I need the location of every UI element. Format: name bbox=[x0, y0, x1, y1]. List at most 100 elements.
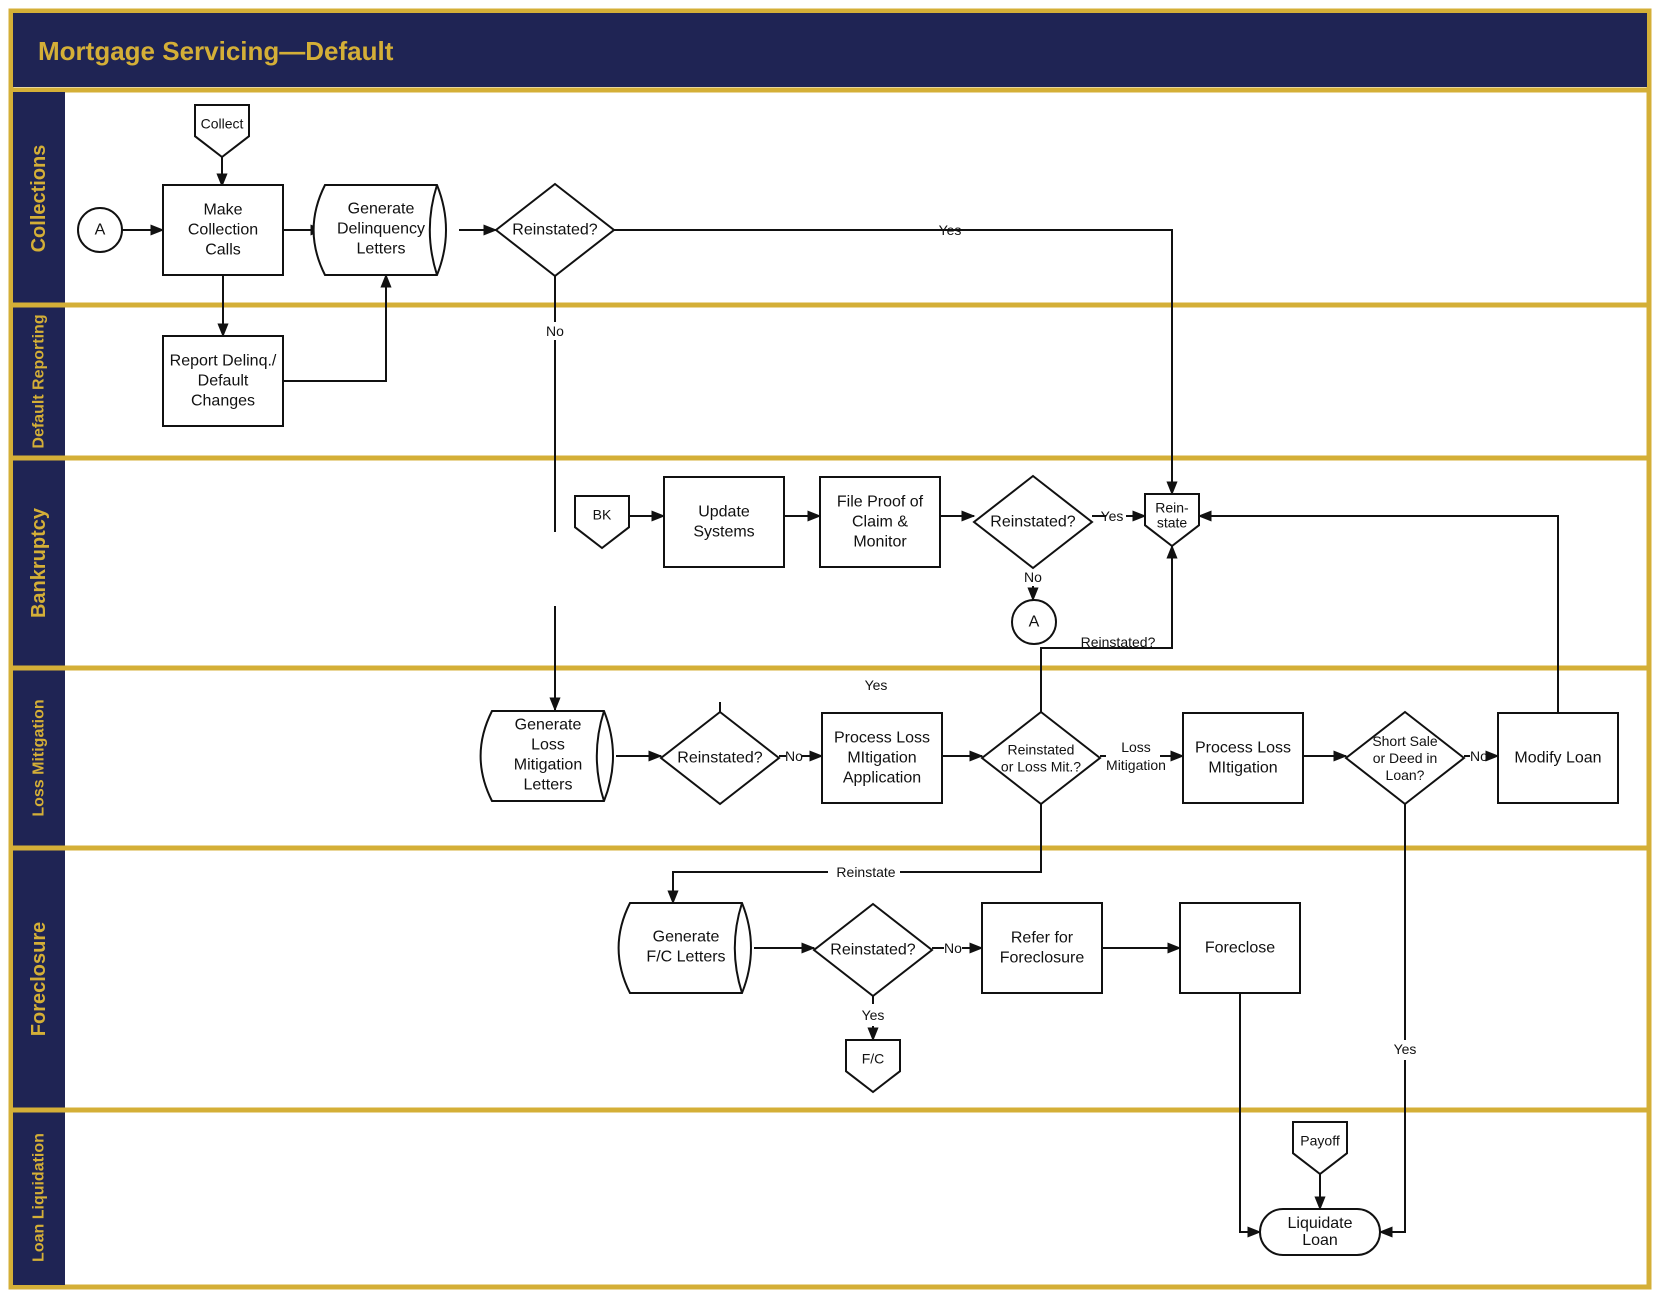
node-label-line: Loan? bbox=[1386, 767, 1425, 783]
edge-no-label: No bbox=[785, 748, 803, 764]
node-reinstated-bk: Reinstated? bbox=[972, 474, 1094, 570]
node-label-line: Liquidate bbox=[1288, 1215, 1353, 1232]
node-reinstated-lm: Reinstated? bbox=[659, 710, 781, 806]
lane-label-collections: Collections bbox=[28, 145, 50, 253]
node-label-line: MItigation bbox=[847, 750, 916, 767]
decision-diamond bbox=[659, 710, 781, 806]
node-label-line: Letters bbox=[524, 777, 573, 794]
node-label-line: Changes bbox=[191, 393, 255, 410]
node-label-line: or Deed in bbox=[1373, 750, 1438, 766]
edge-no-label: No bbox=[944, 940, 962, 956]
node-label-line: Generate bbox=[348, 201, 415, 218]
process-box bbox=[821, 712, 943, 804]
flow-nodes: CollectAMakeCollectionCallsGenerateDelin… bbox=[77, 104, 1619, 1256]
decision-diamond bbox=[980, 710, 1102, 806]
decision-diamond bbox=[1344, 710, 1466, 806]
node-label-line: MItigation bbox=[1208, 760, 1277, 777]
node-label-line: A bbox=[95, 222, 106, 239]
offpage-connector bbox=[1292, 1121, 1348, 1176]
node-collect: Collect bbox=[194, 104, 250, 159]
node-label-line: Mitigation bbox=[514, 757, 582, 774]
stored-data-curve bbox=[595, 710, 605, 802]
diagram-frame: Mortgage Servicing—DefaultCollectionsDef… bbox=[8, 8, 1652, 1290]
decision-diamond bbox=[494, 182, 616, 278]
edge-no-label: No bbox=[546, 323, 564, 339]
offpage-connector bbox=[194, 104, 250, 159]
node-label-line: F/C bbox=[862, 1051, 885, 1067]
node-label-line: Claim & bbox=[852, 514, 908, 531]
node-label-line: Default bbox=[198, 373, 249, 390]
node-label-line: Reinstated? bbox=[990, 514, 1075, 531]
node-label-line: Letters bbox=[357, 241, 406, 258]
connector-circle bbox=[1011, 599, 1057, 645]
edge-yes-label: Yes bbox=[1101, 508, 1124, 524]
node-fc-term: F/C bbox=[845, 1039, 901, 1094]
node-label-line: Make bbox=[203, 202, 242, 219]
process-box bbox=[1179, 902, 1301, 994]
node-label-line: Foreclosure bbox=[1000, 950, 1085, 967]
node-label-line: Generate bbox=[653, 929, 720, 946]
node-connector-a1: A bbox=[77, 207, 123, 253]
node-label-line: Calls bbox=[205, 242, 241, 259]
edge-no-label: No bbox=[1024, 569, 1042, 585]
process-box bbox=[162, 184, 284, 276]
lane-label-default_reporting: Default Reporting bbox=[31, 314, 48, 448]
node-label-line: Application bbox=[843, 770, 921, 787]
edge-yes-label: Yes bbox=[939, 222, 962, 238]
node-connector-a2: A bbox=[1011, 599, 1057, 645]
node-label-line: Reinstated? bbox=[830, 942, 915, 959]
node-label-line: Modify Loan bbox=[1514, 750, 1601, 767]
edge-yes-label: Yes bbox=[862, 1007, 885, 1023]
edge-reinstate-to-fc bbox=[900, 804, 1042, 873]
node-bk: BK bbox=[574, 495, 630, 550]
process-box bbox=[663, 476, 785, 568]
edge-loss-mitigation-label: Mitigation bbox=[1106, 757, 1166, 773]
node-label-line: Delinquency bbox=[337, 221, 425, 238]
node-reinstated-1: Reinstated? bbox=[494, 182, 616, 278]
edge-reinstate-label: Reinstate bbox=[836, 864, 895, 880]
node-foreclose: Foreclose bbox=[1179, 902, 1301, 994]
node-label-line: Update bbox=[698, 504, 750, 521]
node-label-line: Process Loss bbox=[834, 730, 930, 747]
node-label-line: Collect bbox=[201, 116, 244, 132]
decision-diamond bbox=[972, 474, 1094, 570]
edge-yes-label: Yes bbox=[1394, 1041, 1417, 1057]
node-label-line: BK bbox=[593, 507, 612, 523]
node-label-line: Loan bbox=[1302, 1232, 1338, 1249]
terminal-pill bbox=[1259, 1208, 1381, 1256]
node-label-line: Systems bbox=[693, 524, 754, 541]
node-label-line: Reinstated? bbox=[512, 222, 597, 239]
node-label-line: Loss bbox=[531, 737, 565, 754]
process-box bbox=[981, 902, 1103, 994]
node-label-line: Foreclose bbox=[1205, 940, 1275, 957]
lane-label-loss_mitigation: Loss Mitigation bbox=[31, 699, 48, 816]
process-box bbox=[1182, 712, 1304, 804]
node-label-line: Collection bbox=[188, 222, 258, 239]
edge-yes-label: Yes bbox=[865, 677, 888, 693]
header-band bbox=[13, 13, 1647, 87]
node-label-line: Process Loss bbox=[1195, 740, 1291, 757]
node-label-line: Rein- bbox=[1155, 499, 1189, 515]
lane-label-loan_liquidation: Loan Liquidation bbox=[31, 1133, 48, 1262]
edge-labels: YesNoYesNoReinstated?YesNoLossMitigation… bbox=[546, 222, 1488, 1057]
edge-modify-to-reinstate bbox=[1197, 510, 1559, 713]
node-label-line: Short Sale bbox=[1372, 733, 1438, 749]
node-label-line: Reinstated? bbox=[677, 750, 762, 767]
node-label-line: Refer for bbox=[1011, 930, 1074, 947]
edge-loss-mitigation-label: Loss bbox=[1121, 739, 1151, 755]
edge-reinstated-label: Reinstated? bbox=[1081, 634, 1156, 650]
process-box bbox=[162, 335, 284, 427]
connector-circle bbox=[77, 207, 123, 253]
node-label-line: Generate bbox=[515, 717, 582, 734]
edge-reinstate-to-fc-b bbox=[667, 871, 828, 905]
stored-data-curve bbox=[428, 184, 438, 276]
node-label-line: Monitor bbox=[853, 534, 907, 551]
